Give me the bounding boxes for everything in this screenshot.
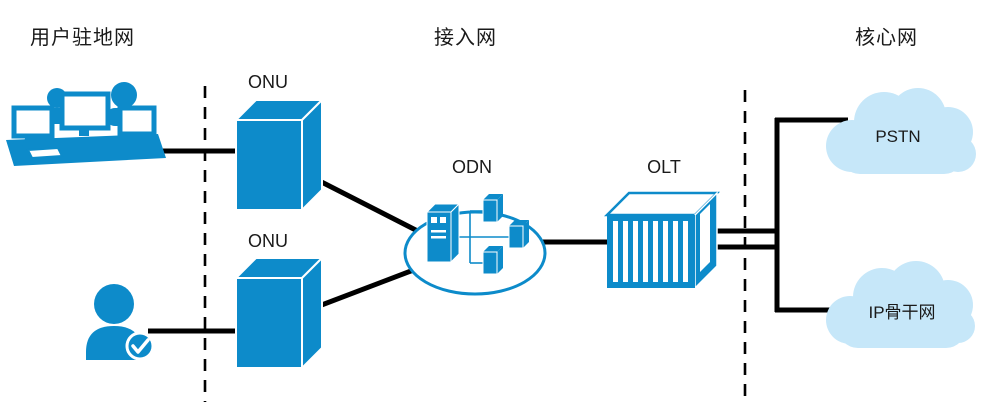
- onu-bottom-box: [233, 255, 325, 371]
- pstn-label: PSTN: [875, 127, 920, 146]
- onu-box-front-face: [235, 277, 303, 369]
- monitor-icon: [59, 91, 111, 131]
- onu-box-side-face: [301, 97, 323, 213]
- check-badge-icon: [125, 331, 155, 361]
- odn-disc: [403, 194, 547, 296]
- onu-top-label: ONU: [248, 72, 288, 92]
- section-label-access: 接入网: [434, 26, 497, 49]
- onu-box-side-face: [301, 255, 323, 371]
- server-tower-icon: [425, 202, 461, 264]
- odn-rim: [404, 252, 546, 295]
- pstn-cloud: [826, 88, 976, 174]
- server-node-icon: [482, 246, 503, 275]
- monitor-stand: [22, 136, 48, 146]
- ip-backbone-label: IP骨干网: [868, 303, 935, 322]
- user-head-icon: [111, 82, 137, 108]
- olt-side-stripe: [700, 204, 710, 272]
- onu-box-front-face: [235, 119, 303, 211]
- verified-user-icon: [86, 284, 155, 361]
- server-node-icon: [508, 220, 529, 249]
- ip-backbone-cloud: [826, 261, 975, 348]
- monitor-icon: [11, 105, 55, 139]
- onu-top-box: [233, 97, 325, 213]
- olt-chassis: [603, 191, 721, 290]
- monitor-stand: [79, 128, 89, 136]
- keyboard-icon: [26, 146, 64, 160]
- onu-bottom-label: ONU: [248, 231, 288, 251]
- checkmark-icon: [131, 338, 150, 354]
- monitor-icon: [117, 105, 157, 137]
- odn-label: ODN: [452, 157, 492, 177]
- server-node-icon: [482, 194, 503, 223]
- users-workstations-icon: [6, 82, 166, 166]
- olt-label: OLT: [647, 157, 681, 177]
- section-label-core: 核心网: [855, 26, 918, 49]
- user-head-icon: [94, 284, 134, 324]
- olt-front-stripes: [613, 221, 688, 282]
- olt-front-face: [607, 215, 695, 288]
- section-label-premises: 用户驻地网: [30, 26, 135, 49]
